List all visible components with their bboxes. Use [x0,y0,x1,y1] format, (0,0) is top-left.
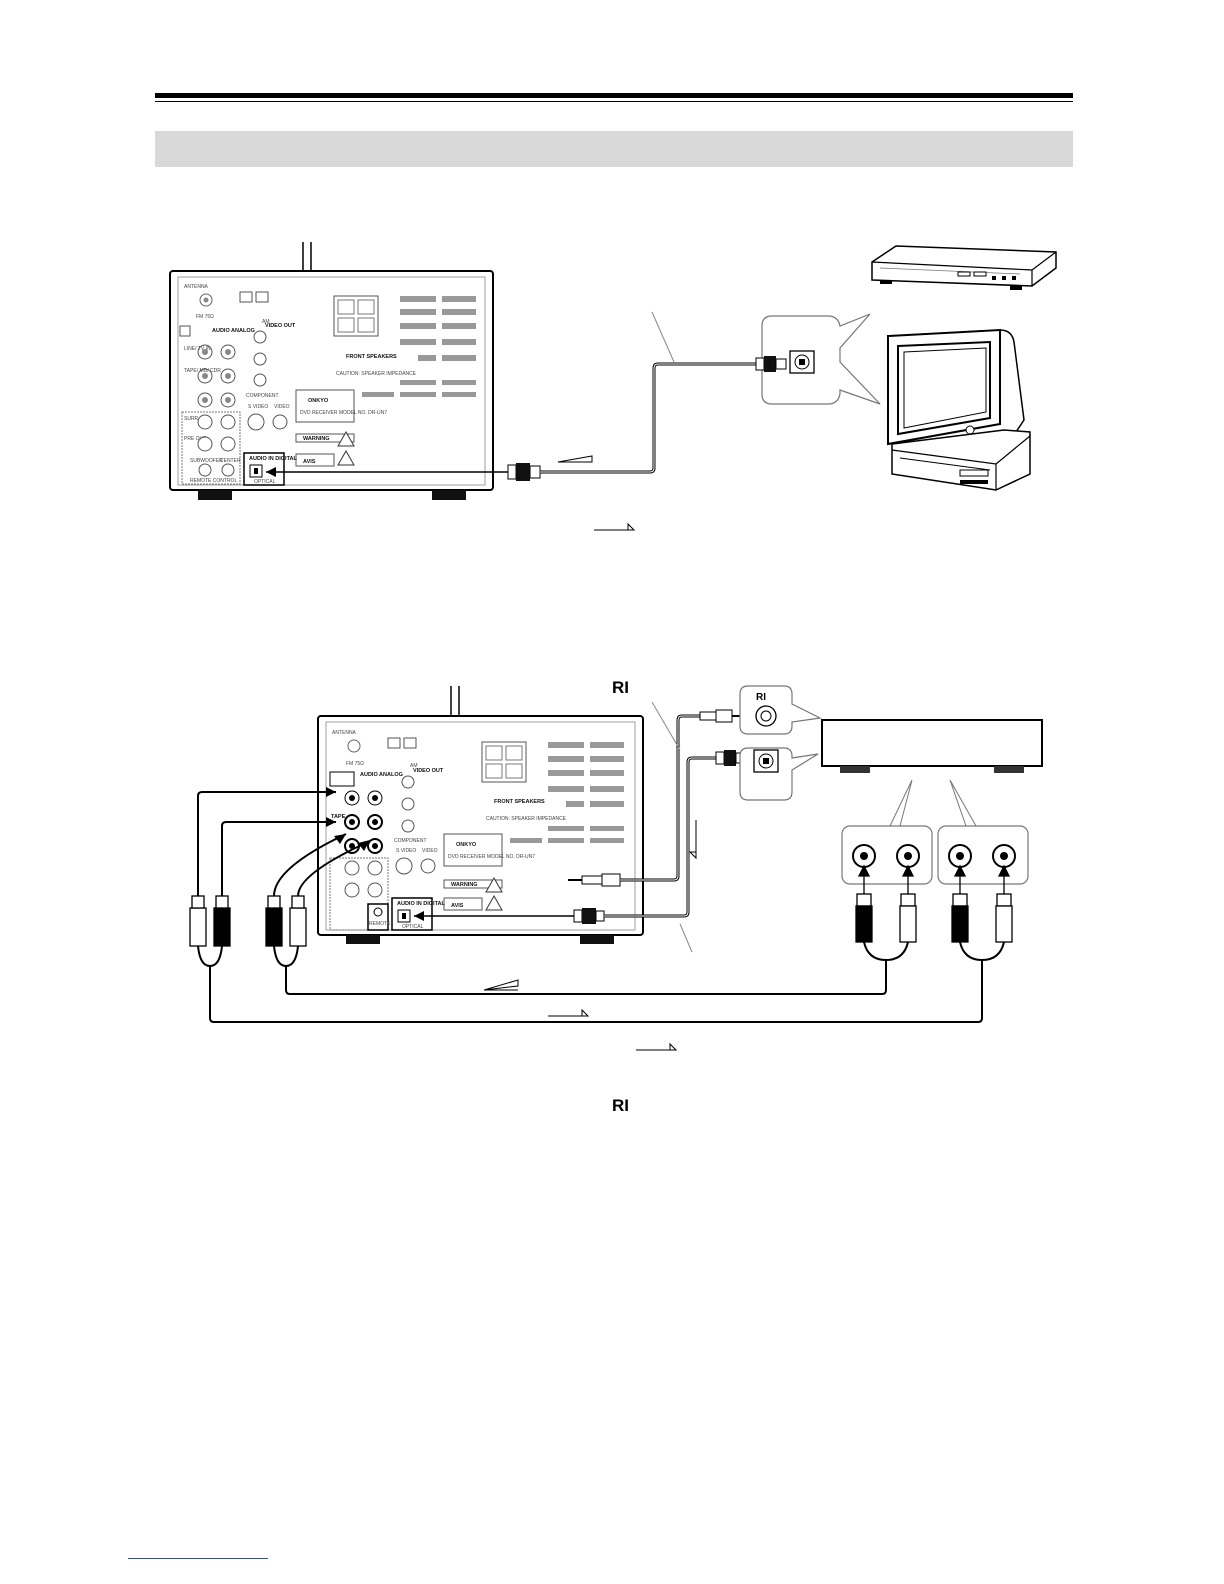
video-out-label: VIDEO OUT [265,323,296,329]
diagram-1-optical-pc: ANTENNA FM 75Ω AM AUDIO ANALOG LINE/ TV … [169,242,1057,531]
front-speakers-label-2: FRONT SPEAKERS [494,799,545,805]
optical-label-2: OPTICAL [402,924,424,930]
surr-label: SURR [184,416,199,422]
video-out-label-2: VIDEO OUT [413,768,444,774]
warning-label-2: WARNING [451,882,478,888]
video-label: VIDEO [274,404,290,410]
receiver-rear-panel-1: ANTENNA FM 75Ω AM AUDIO ANALOG LINE/ TV … [169,270,494,500]
line-tv-in-label: LINE/ TV IN [184,346,211,352]
fm-label-2: FM 75Ω [346,761,364,767]
front-speakers-label: FRONT SPEAKERS [346,354,397,360]
pre-out-label: PRE OUT [184,436,206,442]
cd-player-illustration [871,245,1057,290]
caution-label: CAUTION: SPEAKER IMPEDANCE [336,371,417,377]
avis-label: AVIS [303,459,316,465]
ri-logo: RI [612,678,629,697]
diagram-2-tape-deck: ANTENNA FM 75Ω AM AUDIO ANALOG TAPE REMO… [189,678,1043,1115]
warning-label: WARNING [303,436,330,442]
subwoofer-label: SUBWOOFER [190,458,223,464]
audio-in-digital-label-2: AUDIO IN DIGITAL [397,901,446,907]
section-heading-bar [155,131,1073,167]
video-label-2: VIDEO [422,848,438,854]
tape-label: TAPE [331,814,346,820]
tape-deck-device [821,719,1043,773]
am-label: AM [262,319,270,325]
antenna-label: ANTENNA [184,284,209,290]
am-label-2: AM [410,763,418,769]
caption-ri-logo: RI [612,1096,629,1115]
device-ri-logo: RI [756,692,766,703]
audio-analog-label-2: AUDIO ANALOG [360,772,403,778]
s-video-label: S VIDEO [248,404,268,410]
fm-label: FM 75Ω [196,314,214,320]
audio-analog-label: AUDIO ANALOG [212,328,255,334]
component-label: COMPONENT [246,393,279,399]
remote-control-label: REMOTE CONTROL [190,478,237,484]
audio-in-digital-label: AUDIO IN DIGITAL [249,456,298,462]
tape-md-cdr-label: TAPE/ MD/ CDR [184,368,221,374]
footer-link-underline [128,1558,268,1559]
header-rule-thick [155,93,1073,98]
component-label-2: COMPONENT [394,838,427,844]
antenna-label-2: ANTENNA [332,730,357,736]
model-label-2: DVD RECEIVER MODEL NO. DR-UN7 [448,854,535,860]
caution-label-2: CAUTION: SPEAKER IMPEDANCE [486,816,567,822]
computer-illustration [887,328,1031,491]
model-label: DVD RECEIVER MODEL NO. DR-UN7 [300,410,387,416]
center-label: CENTER [220,458,241,464]
avis-label-2: AVIS [451,903,464,909]
optical-label: OPTICAL [254,479,276,485]
brand-label-2: ONKYO [456,842,477,848]
brand-label: ONKYO [308,398,329,404]
receiver-rear-panel-2: ANTENNA FM 75Ω AM AUDIO ANALOG TAPE REMO… [317,715,644,944]
header-rule-thin [155,101,1073,102]
s-video-label-2: S VIDEO [396,848,416,854]
